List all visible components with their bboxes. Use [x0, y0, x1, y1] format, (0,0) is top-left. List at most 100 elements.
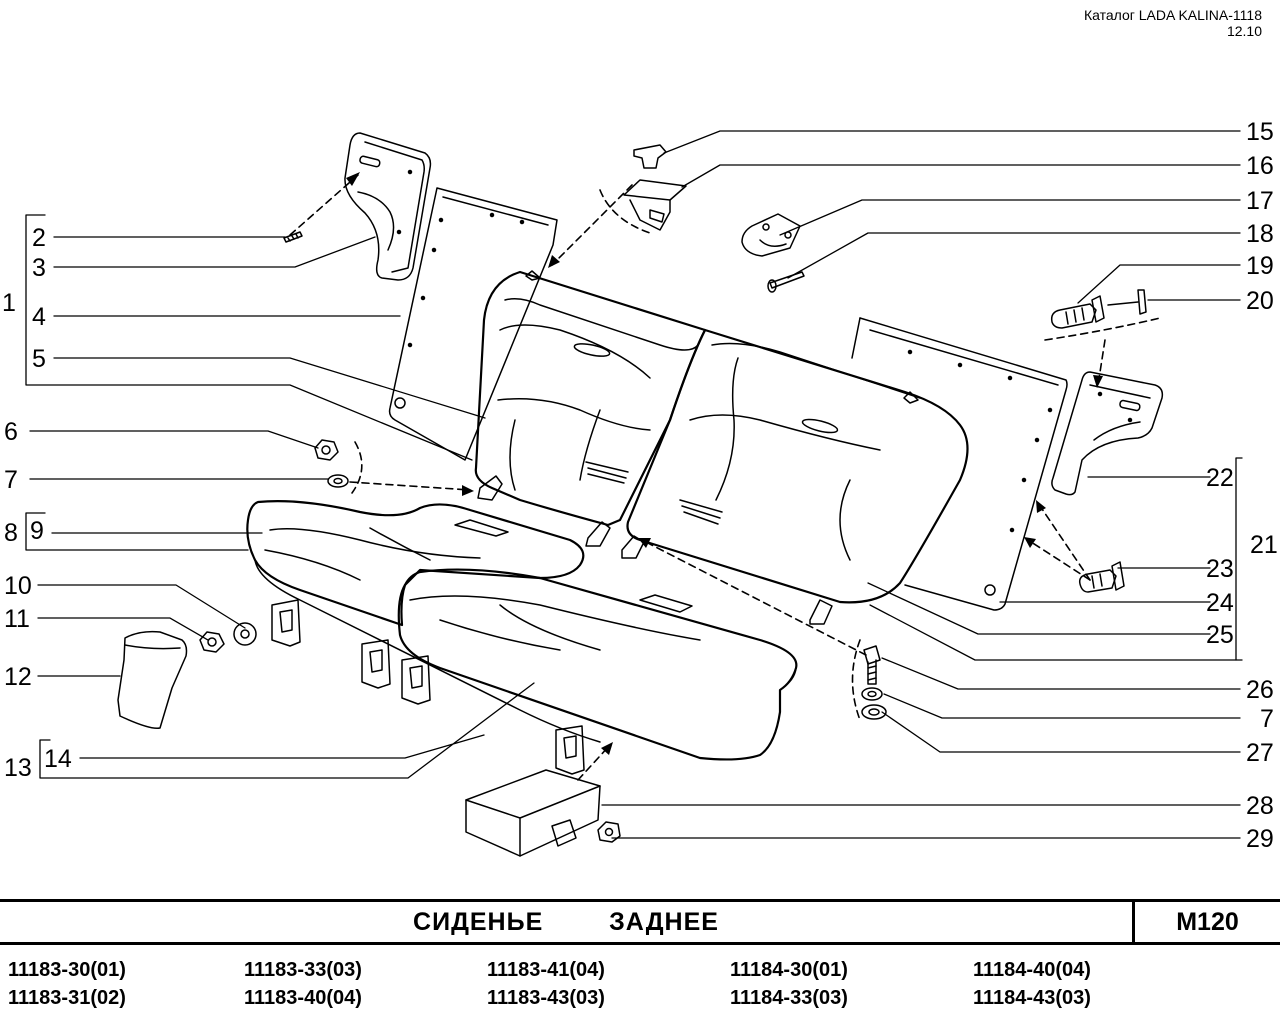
leader-5 — [53, 357, 486, 419]
arc-hinge — [599, 189, 651, 234]
washer-7b — [861, 687, 883, 701]
bolt-26 — [863, 645, 881, 685]
model-number: 11183-33(03) — [244, 959, 362, 981]
leader-lines — [25, 130, 1243, 839]
callout-10: 10 — [4, 572, 32, 600]
callout-4: 4 — [32, 303, 46, 331]
callout-3: 3 — [32, 254, 46, 282]
seat-back-right — [626, 328, 969, 625]
clip-19 — [1050, 295, 1105, 329]
left-back-panel — [388, 187, 558, 461]
arc-washer — [351, 441, 363, 494]
block-28 — [465, 769, 601, 857]
leader-15 — [663, 130, 1241, 154]
arrow-screw-to-trim — [289, 174, 359, 236]
callout-16: 16 — [1246, 152, 1274, 180]
screw-2 — [283, 231, 303, 243]
arc-clip — [1044, 317, 1161, 341]
arrow-clip-to-panel-2 — [1027, 539, 1091, 581]
hinge-cover-16 — [623, 179, 687, 231]
clip-23 — [1078, 561, 1125, 593]
exploded-view-drawing: 1 2 3 4 5 6 7 8 9 10 11 12 13 14 15 16 1… — [2, 118, 1278, 857]
callout-6: 6 — [4, 418, 18, 446]
right-side-trim — [1051, 371, 1164, 496]
callout-27: 27 — [1246, 739, 1274, 767]
leader-6 — [29, 430, 319, 449]
bracket-21-22 — [1087, 457, 1243, 661]
bracket-8-9 — [25, 512, 263, 551]
callout-12: 12 — [4, 663, 32, 691]
callout-9: 9 — [30, 517, 44, 545]
callout-11: 11 — [4, 605, 30, 633]
catalog-date: 12.10 — [1226, 23, 1262, 39]
leader-21b — [869, 604, 1237, 661]
model-number: 11184-40(04) — [973, 959, 1091, 981]
catalog-title: Каталог LADA KALINA-1118 — [1083, 7, 1262, 23]
leader-11 — [37, 617, 209, 641]
seat-cushion-left — [246, 500, 585, 627]
footer-divider — [1132, 899, 1135, 945]
callout-21: 21 — [1250, 531, 1278, 559]
model-number: 11184-30(01) — [730, 959, 848, 981]
callout-5: 5 — [32, 345, 46, 373]
callout-18: 18 — [1246, 220, 1274, 248]
callout-20: 20 — [1246, 287, 1274, 315]
cap-15 — [633, 144, 667, 169]
callout-23: 23 — [1206, 555, 1234, 583]
callout-19: 19 — [1246, 252, 1274, 280]
nut-29 — [597, 821, 621, 843]
model-number: 11183-43(03) — [487, 987, 605, 1009]
bracket-1 — [25, 214, 473, 461]
assembly-arrows — [289, 174, 1161, 781]
leader-26 — [881, 657, 1241, 690]
callout-7: 7 — [4, 466, 18, 494]
callout-7b: 7 — [1260, 705, 1274, 733]
arrow-heads — [346, 172, 1103, 755]
callout-15: 15 — [1246, 118, 1274, 146]
hook-17 — [741, 213, 801, 257]
model-number: 11183-30(01) — [8, 959, 126, 981]
callout-28: 28 — [1246, 792, 1274, 820]
footer-top-rule — [0, 899, 1280, 902]
screw-18 — [767, 271, 805, 293]
nut-6 — [314, 439, 339, 461]
washer-10 — [233, 622, 257, 646]
pin-20 — [1107, 289, 1147, 315]
model-number: 11183-41(04) — [487, 959, 605, 981]
seat-back-left — [474, 270, 707, 559]
callout-29: 29 — [1246, 825, 1274, 853]
seat-cushion-right — [254, 559, 798, 761]
cap-12 — [117, 630, 188, 729]
model-number: 11183-31(02) — [8, 987, 126, 1009]
arrow-hinge-to-back — [551, 184, 633, 266]
model-number: 11184-43(03) — [973, 987, 1091, 1009]
leader-25 — [867, 582, 1211, 635]
leader-17 — [779, 199, 1241, 236]
footer-bottom-rule — [0, 942, 1280, 945]
model-number: 11183-40(04) — [244, 987, 362, 1009]
arrow-bolt-to-hinge — [641, 539, 867, 656]
arc-bolt — [851, 639, 861, 721]
leader-19 — [1077, 264, 1241, 304]
callout-25: 25 — [1206, 621, 1234, 649]
leader-27 — [881, 711, 1241, 753]
callout-2: 2 — [32, 224, 46, 252]
section-title: СИДЕНЬЕ ЗАДНЕЕ — [413, 908, 719, 936]
callout-13: 13 — [4, 754, 32, 782]
arrow-washer-to-hinge — [349, 481, 471, 491]
left-side-trim — [344, 132, 432, 281]
leader-10 — [37, 584, 246, 629]
callout-24: 24 — [1206, 589, 1234, 617]
arrow-clip-to-panel — [1037, 502, 1091, 581]
callout-17: 17 — [1246, 187, 1274, 215]
leader-16 — [681, 164, 1241, 188]
callout-26: 26 — [1246, 676, 1274, 704]
callout-1: 1 — [2, 289, 16, 317]
model-number: 11184-33(03) — [730, 987, 848, 1009]
section-code: М120 — [1176, 908, 1239, 936]
bracket-13-14 — [39, 682, 535, 779]
callout-14: 14 — [44, 745, 72, 773]
callout-numbers: 1 2 3 4 5 6 7 8 9 10 11 12 13 14 15 16 1… — [2, 118, 1278, 853]
nut-11 — [199, 631, 225, 653]
